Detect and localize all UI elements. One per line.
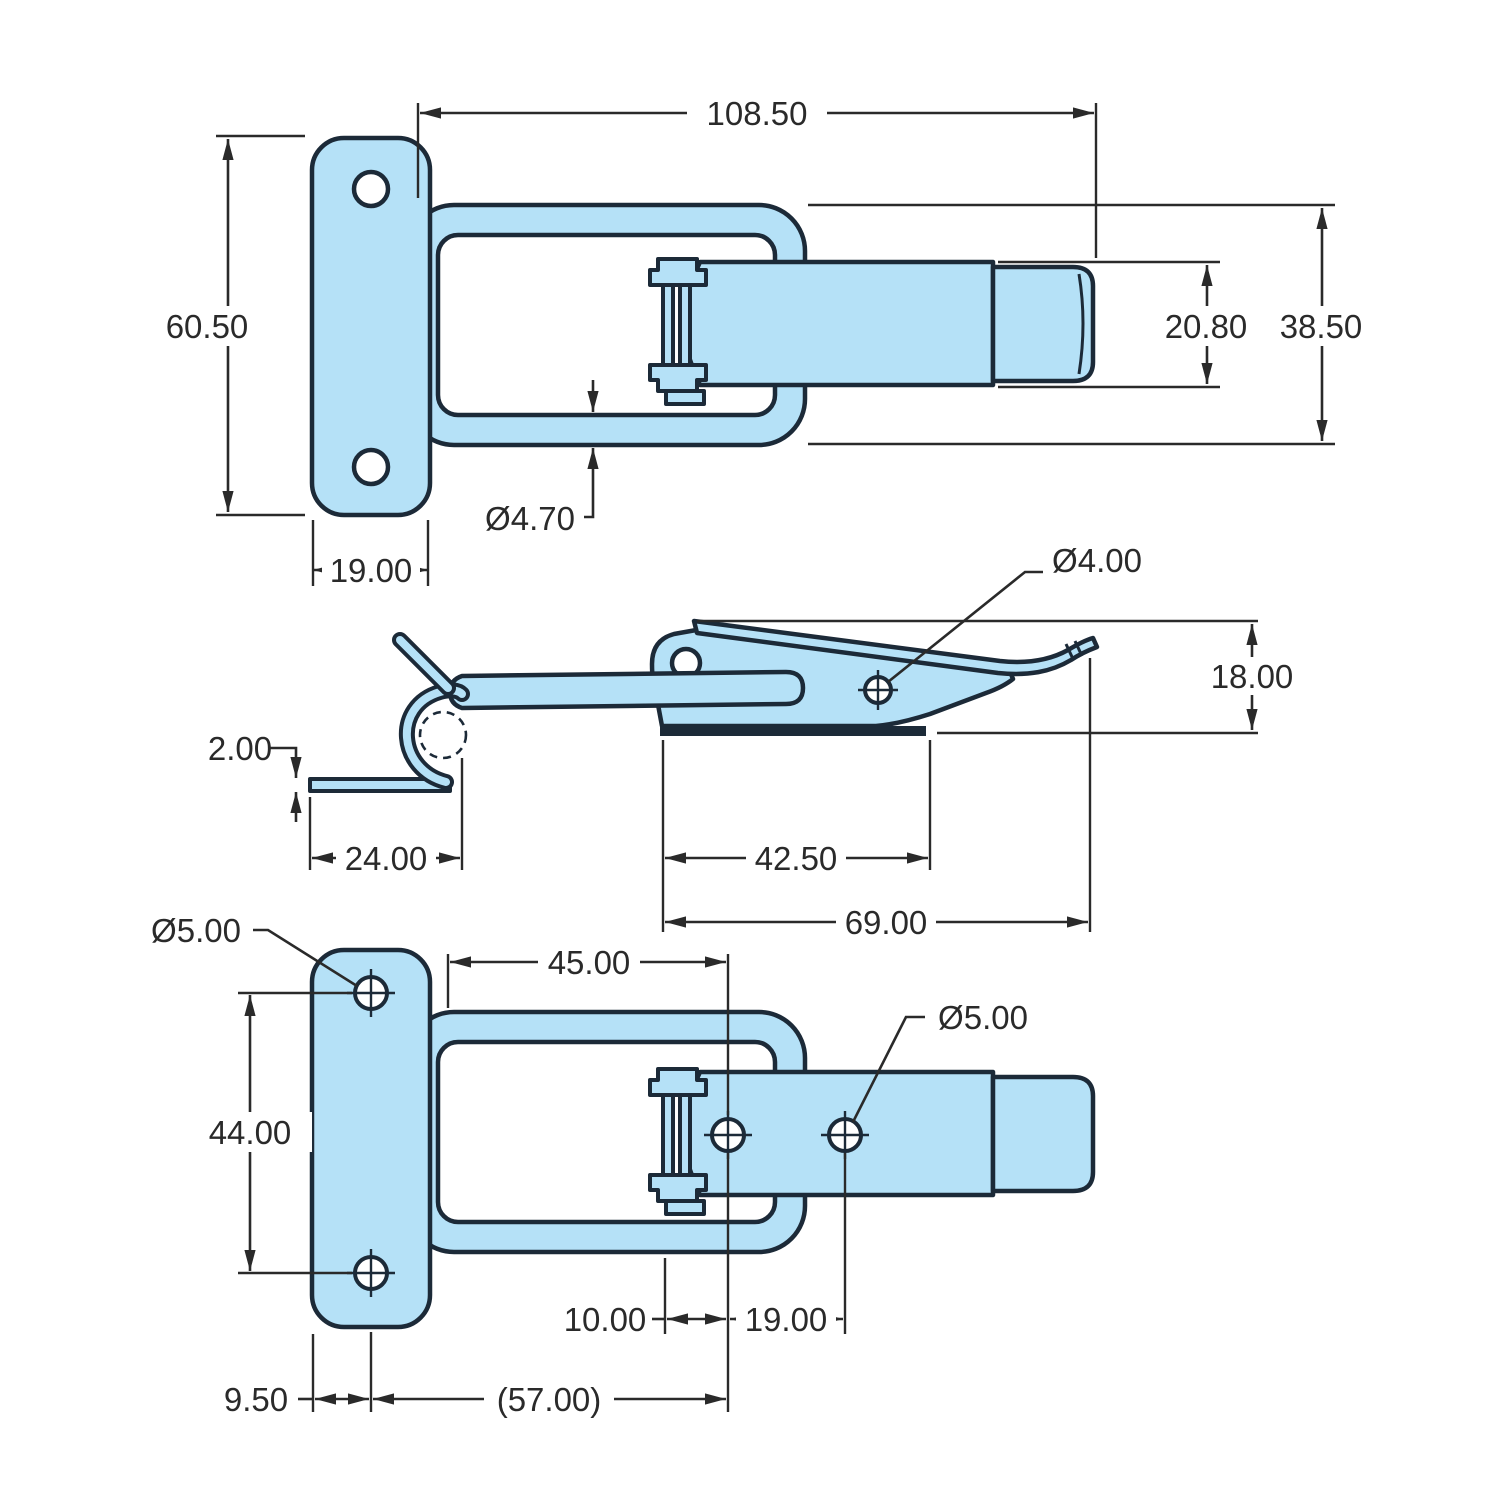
dim-plate-hole-spacing: 44.00 [209,1114,292,1151]
dim-plate-hole-diameter: Ø5.00 [151,912,241,949]
spring-clip-foot-bottomview [664,1199,706,1216]
plate-hole-crosshair-top [347,969,395,1017]
dim-text-bg [484,1380,614,1418]
lever-body [679,259,996,388]
leader-line [584,470,595,519]
hidden-bend-circle [418,710,468,760]
dim-text-bg [145,306,269,346]
dim-base-length: 42.50 [755,840,838,877]
spring-clip-foot [664,389,706,406]
dim-text-bg [836,903,936,941]
dim-loop-width: 38.50 [1280,308,1363,345]
mounting-plate [309,135,433,518]
bottom-view: Ø5.00 45.00 44.00 Ø5.00 10.00 19.00 [151,912,1096,1418]
base-plate-edge [660,726,926,736]
dim-keeper-length: 24.00 [345,840,428,877]
lever-side [691,618,1100,677]
top-view: 108.50 60.50 19.00 Ø4.70 20.80 38.50 [145,93,1380,589]
tail-tick [1073,640,1084,657]
dim-text-bg [322,551,420,588]
body-hole-crosshair-right [821,1111,869,1159]
dim-plate-edge-offset: 9.50 [224,1381,288,1418]
spring-leg-right [678,283,692,367]
dim-text-bg [746,839,846,877]
dim-loop-to-hole: 45.00 [548,944,631,981]
dim-wire-diameter: Ø4.70 [485,500,575,537]
leader-line [270,746,298,759]
dim-hole-offset: 10.00 [564,1301,647,1338]
leader-line [253,928,358,988]
dim-plate-width: 19.00 [330,552,413,589]
dim-plate-height: 60.50 [166,308,249,345]
dim-text-bg [687,93,827,133]
plate-hole-crosshair-bottom [347,1249,395,1297]
lever-end-cap-bottom [990,1074,1096,1194]
spring-leg-left [661,283,675,367]
dim-body-hole-spacing: 19.00 [745,1301,828,1338]
lever-cap-edge [1077,273,1085,375]
dim-text-bg [1200,657,1304,695]
spring-leg [661,1093,675,1177]
spring-leg [678,1093,692,1177]
dim-overall-length: 108.50 [707,95,808,132]
dim-keeper-thickness: 2.00 [208,730,272,767]
side-view: 2.00 24.00 Ø4.00 18.00 42.50 69.00 [208,542,1304,941]
spring-clip-bottom [648,363,708,393]
plate-hole-bottom [351,447,391,487]
dim-lever-width: 20.80 [1165,308,1248,345]
dim-text-bg [1148,306,1264,346]
plate-hole-top [351,169,391,209]
dim-height: 18.00 [1211,658,1294,695]
leader-line [851,1015,925,1123]
spring-clip-top-bottomview [648,1067,708,1097]
dim-text-bg [736,1300,836,1337]
lever-end-cap [990,264,1096,384]
dim-text-bg [336,839,436,877]
spring-clip-top [648,257,708,287]
tail-tick [1064,643,1075,660]
dim-side-overall: 69.00 [845,904,928,941]
dim-pin-diameter: Ø4.00 [1052,542,1142,579]
bail-rod-side [447,669,806,711]
dim-text-bg [188,1112,312,1152]
body-hole-crosshair-left [704,1111,752,1159]
leader-line [887,570,1043,684]
dim-body-hole-diameter: Ø5.00 [938,999,1028,1036]
dim-reference-length: (57.00) [497,1381,602,1418]
dim-text-bg [538,943,640,981]
dim-text-bg [1262,306,1380,346]
keeper-tab-fill [396,636,452,692]
spring-clip-bottom-bottomview [648,1173,708,1203]
